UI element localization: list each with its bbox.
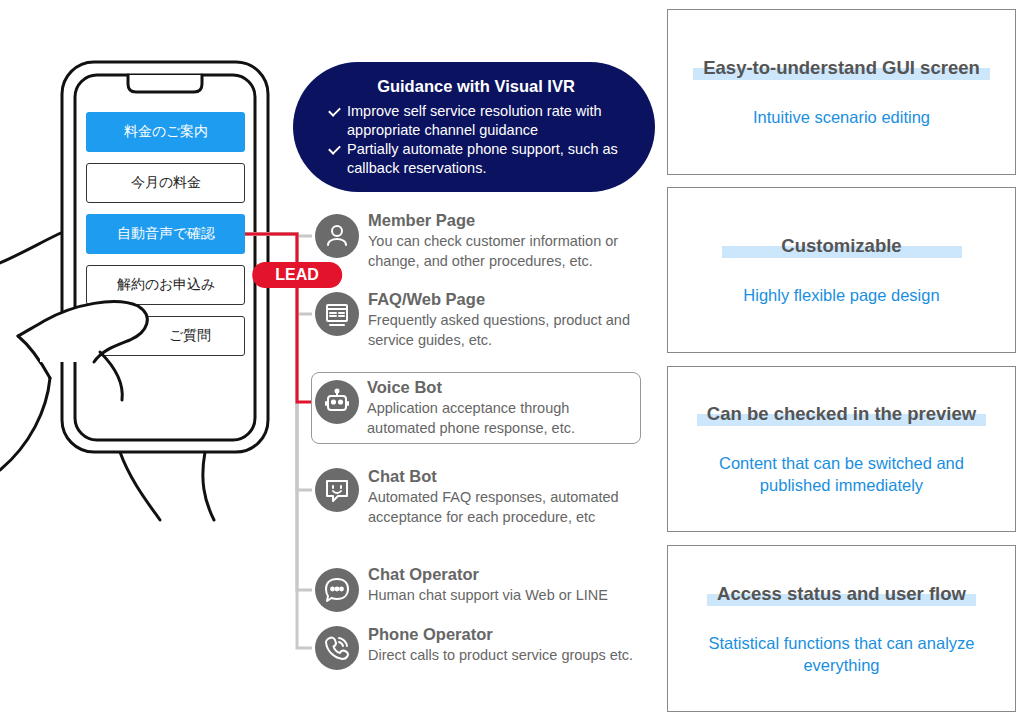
menu-button: 解約のお申込み bbox=[86, 265, 245, 305]
menu-button: ご質問 bbox=[86, 316, 245, 356]
item-heading: FAQ/Web Page bbox=[368, 289, 652, 310]
connector bbox=[245, 234, 311, 402]
feature-box: Access status and user flowStatistical f… bbox=[667, 545, 1016, 712]
item-body: Automated FAQ responses, automated accep… bbox=[368, 487, 652, 527]
item-body: Human chat support via Web or LINE bbox=[368, 585, 652, 605]
item-heading: Chat Bot bbox=[368, 466, 652, 487]
channel-item: Chat OperatorHuman chat support via Web … bbox=[312, 564, 652, 605]
bullet-text: Improve self service resolution rate wit… bbox=[327, 102, 625, 140]
channel-icon bbox=[315, 468, 359, 512]
item-heading: Easy-to-understand GUI screen bbox=[693, 56, 990, 80]
item-body: Application acceptance through automated… bbox=[367, 398, 632, 438]
menu-button: 自動音声で確認 bbox=[86, 214, 245, 254]
feature-box: CustomizableHighly flexible page design bbox=[667, 187, 1016, 353]
item-heading: Phone Operator bbox=[368, 624, 652, 645]
item-body: Frequently asked questions, product and … bbox=[368, 310, 652, 350]
guidance-pill: Guidance with Visual IVR Improve self ser… bbox=[293, 62, 655, 192]
button-label: 今月の料金 bbox=[131, 174, 201, 192]
item-body: Direct calls to product service groups e… bbox=[368, 645, 652, 665]
menu-button: 料金のご案内 bbox=[86, 112, 245, 152]
item-body: Content that can be switched and publish… bbox=[668, 452, 1015, 496]
item-heading: Voice Bot bbox=[367, 377, 632, 398]
channel-icon bbox=[315, 380, 359, 424]
connector bbox=[245, 234, 312, 648]
channel-item: FAQ/Web PageFrequently asked questions, … bbox=[312, 289, 652, 350]
button-label: 解約のお申込み bbox=[117, 276, 215, 294]
menu-button: 今月の料金 bbox=[86, 163, 245, 203]
channel-icon bbox=[315, 568, 359, 612]
channel-icon bbox=[315, 626, 359, 670]
item-heading: Can be checked in the preview bbox=[697, 402, 986, 426]
item-body: You can check customer information or ch… bbox=[368, 231, 652, 271]
item-heading: Member Page bbox=[368, 210, 652, 231]
channel-item: Chat BotAutomated FAQ responses, automat… bbox=[312, 466, 652, 527]
channel-item: Phone OperatorDirect calls to product se… bbox=[312, 624, 652, 665]
feature-box: Easy-to-understand GUI screenIntuitive s… bbox=[667, 9, 1016, 175]
button-label: ご質問 bbox=[169, 327, 211, 345]
channel-icon bbox=[315, 214, 359, 258]
channel-box: Voice BotApplication acceptance through … bbox=[311, 372, 641, 444]
edge-label: LEAD bbox=[252, 262, 342, 288]
button-label: 自動音声で確認 bbox=[117, 225, 215, 243]
item-heading: Customizable bbox=[722, 234, 962, 258]
bullet-text: Partially automate phone support, such a… bbox=[327, 140, 625, 178]
item-heading: Chat Operator bbox=[368, 564, 652, 585]
channel-item: Member PageYou can check customer inform… bbox=[312, 210, 652, 271]
item-body: Statistical functions that can analyze e… bbox=[668, 632, 1015, 676]
button-label: 料金のご案内 bbox=[124, 123, 208, 141]
pill-heading: Guidance with Visual IVR bbox=[327, 76, 625, 96]
channel-icon bbox=[315, 292, 359, 336]
feature-box: Can be checked in the previewContent tha… bbox=[667, 366, 1016, 532]
item-body: Highly flexible page design bbox=[713, 284, 969, 306]
item-heading: Access status and user flow bbox=[707, 582, 976, 606]
item-body: Intuitive scenario editing bbox=[723, 106, 960, 128]
